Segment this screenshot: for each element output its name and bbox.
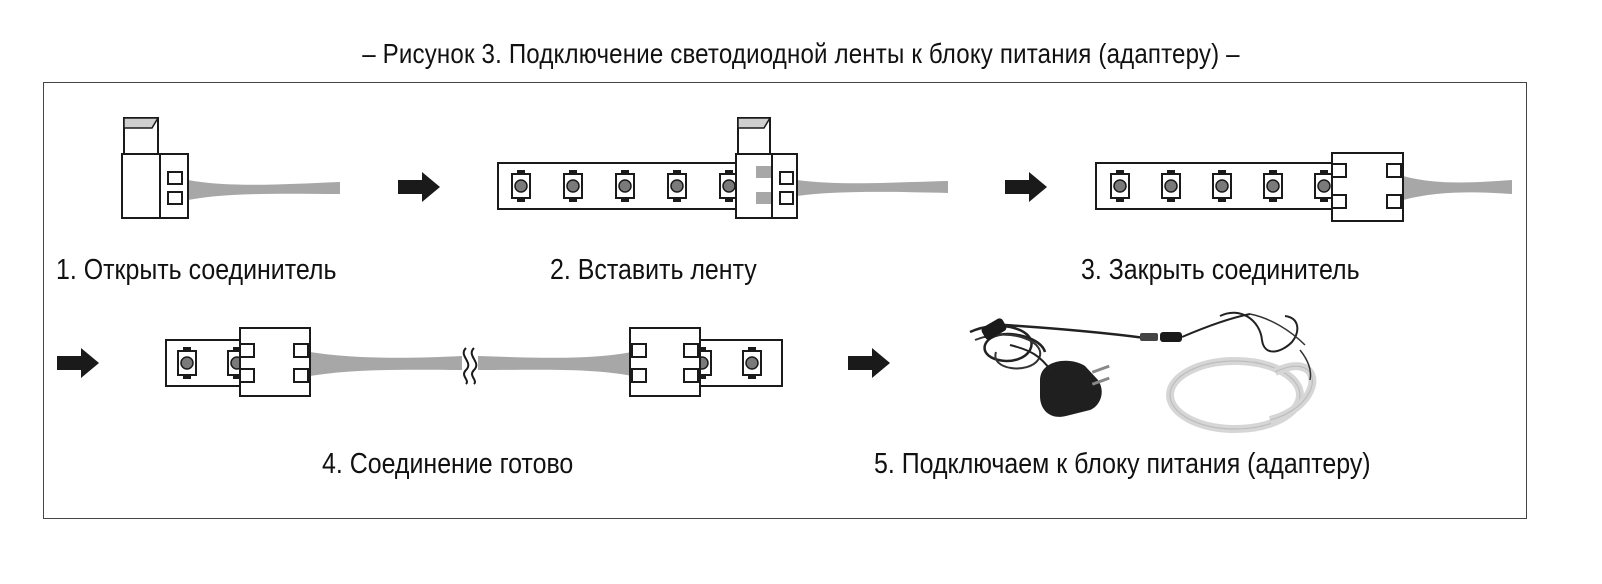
step5-caption: 5. Подключаем к блоку питания (адаптеру) <box>874 448 1371 480</box>
figure-title: – Рисунок 3. Подключение светодиодной ле… <box>362 38 1240 69</box>
step2-insert-strip-illustration <box>497 117 948 219</box>
step1-caption: 1. Открыть соединитель <box>56 254 337 286</box>
step1-open-connector-illustration <box>121 117 340 219</box>
step3-caption: 3. Закрыть соединитель <box>1081 254 1360 286</box>
step5-power-adapter-illustration <box>969 311 1317 433</box>
step3-close-connector-illustration <box>1095 152 1512 222</box>
arrow-icon <box>1005 172 1047 202</box>
step4-connection-ready-illustration <box>165 327 783 397</box>
step4-caption: 4. Соединение готово <box>322 448 574 480</box>
step2-caption: 2. Вставить ленту <box>550 254 757 286</box>
arrow-icon <box>848 348 890 378</box>
arrow-icon <box>398 172 440 202</box>
arrow-icon <box>57 348 99 378</box>
figure-frame <box>43 82 1527 519</box>
